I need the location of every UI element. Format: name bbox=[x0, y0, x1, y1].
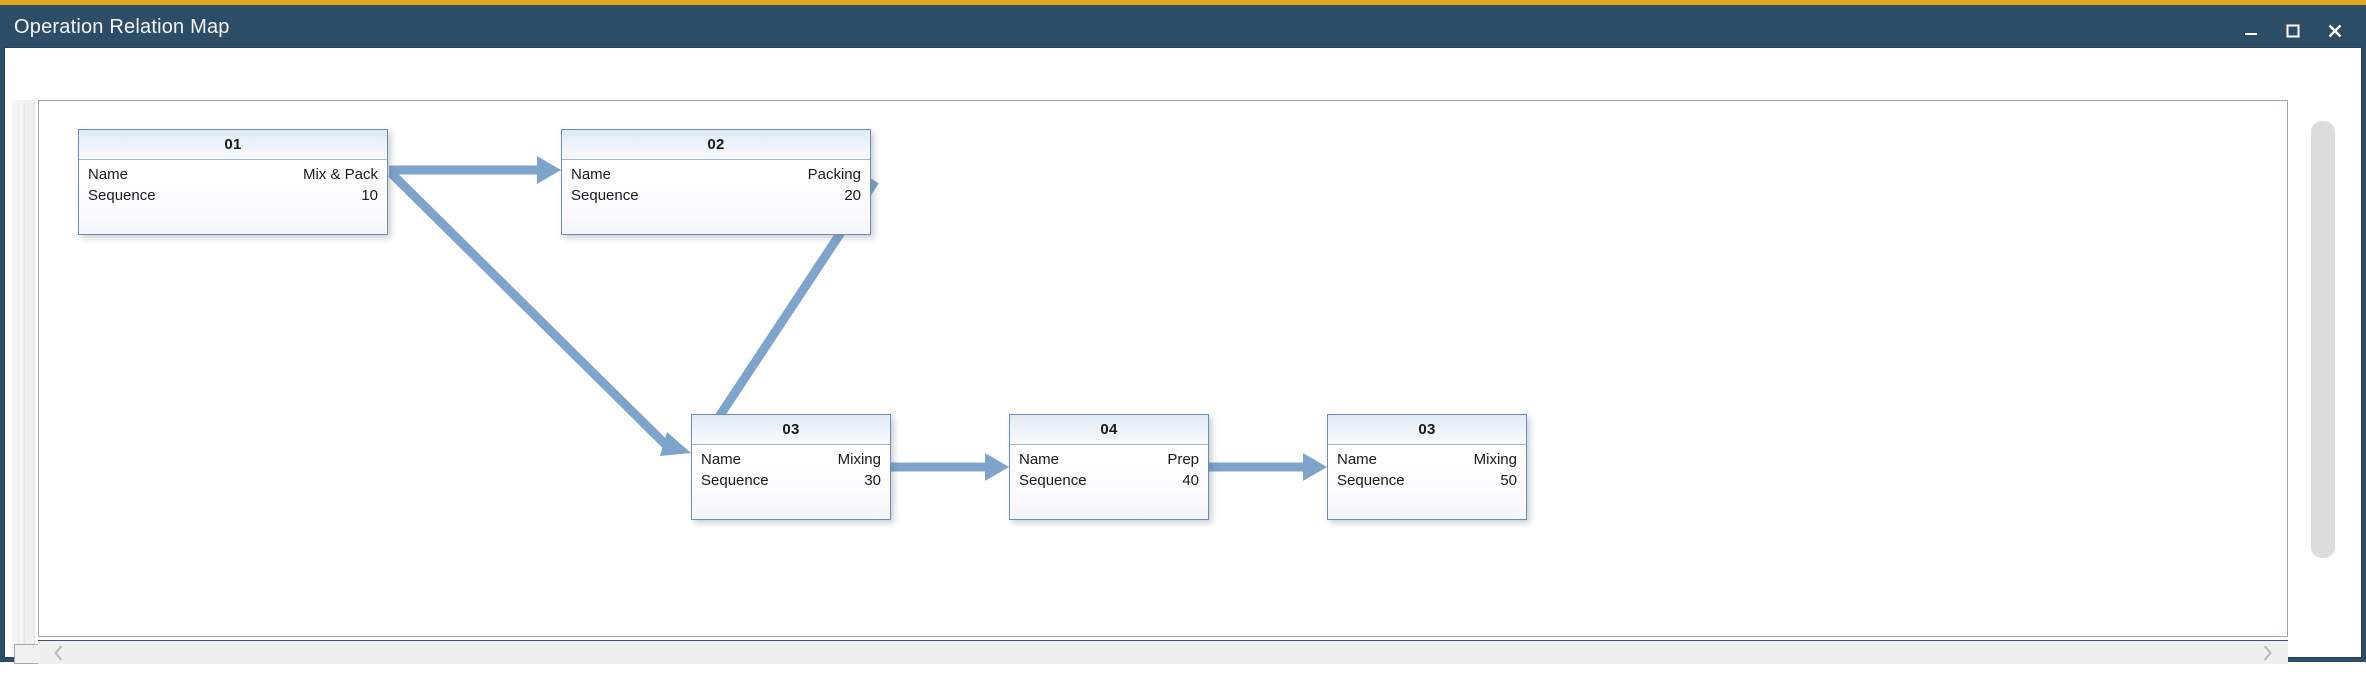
node-05-name-label: Name bbox=[1337, 451, 1378, 468]
window-title: Operation Relation Map bbox=[14, 16, 230, 38]
node-03[interactable]: 03 Name Mixing Sequence 30 bbox=[691, 414, 891, 520]
horizontal-scrollbar[interactable] bbox=[38, 640, 2288, 664]
node-01-body: Name Mix & Pack Sequence 10 bbox=[79, 160, 387, 234]
node-02-name-value: Packing bbox=[807, 166, 861, 183]
title-bar: Operation Relation Map bbox=[0, 5, 2366, 47]
node-01-sequence-row: Sequence 10 bbox=[88, 187, 378, 208]
chevron-left-icon bbox=[54, 644, 63, 661]
node-03-name-row: Name Mixing bbox=[701, 451, 881, 472]
minimize-icon bbox=[2245, 33, 2257, 35]
node-02-header-label: 02 bbox=[707, 136, 725, 153]
node-02-sequence-label: Sequence bbox=[571, 187, 639, 204]
node-04-body: Name Prep Sequence 40 bbox=[1010, 445, 1208, 519]
node-02[interactable]: 02 Name Packing Sequence 20 bbox=[561, 129, 871, 235]
diagram-canvas-inner: 01 Name Mix & Pack Sequence 10 bbox=[39, 101, 2287, 636]
node-03-name-value: Mixing bbox=[837, 451, 881, 468]
node-04-header-label: 04 bbox=[1100, 421, 1118, 438]
scroll-left-button[interactable] bbox=[42, 641, 76, 664]
accent-bar bbox=[0, 0, 2366, 5]
status-strip bbox=[12, 666, 2282, 698]
window-controls bbox=[2230, 10, 2356, 52]
node-01-name-row: Name Mix & Pack bbox=[88, 166, 378, 187]
node-02-header: 02 bbox=[562, 130, 870, 160]
node-01-sequence-value: 10 bbox=[361, 187, 378, 204]
edge-01-to-03 bbox=[387, 169, 691, 456]
node-03-sequence-value: 30 bbox=[864, 472, 881, 489]
node-05-header: 03 bbox=[1328, 415, 1526, 445]
maximize-button[interactable] bbox=[2272, 10, 2314, 52]
minimize-button[interactable] bbox=[2230, 10, 2272, 52]
node-05-body: Name Mixing Sequence 50 bbox=[1328, 445, 1526, 519]
node-04-sequence-label: Sequence bbox=[1019, 472, 1087, 489]
node-05[interactable]: 03 Name Mixing Sequence 50 bbox=[1327, 414, 1527, 520]
node-04-name-label: Name bbox=[1019, 451, 1060, 468]
node-03-header: 03 bbox=[692, 415, 890, 445]
node-03-body: Name Mixing Sequence 30 bbox=[692, 445, 890, 519]
node-01[interactable]: 01 Name Mix & Pack Sequence 10 bbox=[78, 129, 388, 235]
node-03-name-label: Name bbox=[701, 451, 742, 468]
node-04-sequence-row: Sequence 40 bbox=[1019, 472, 1199, 493]
vertical-scrollbar-thumb[interactable] bbox=[2311, 121, 2335, 558]
edge-01-to-02 bbox=[389, 156, 561, 184]
node-02-name-label: Name bbox=[571, 166, 612, 183]
node-04[interactable]: 04 Name Prep Sequence 40 bbox=[1009, 414, 1209, 520]
node-02-sequence-value: 20 bbox=[844, 187, 861, 204]
scroll-right-button[interactable] bbox=[2250, 641, 2284, 664]
node-04-name-value: Prep bbox=[1167, 451, 1199, 468]
node-02-body: Name Packing Sequence 20 bbox=[562, 160, 870, 234]
node-01-header: 01 bbox=[79, 130, 387, 160]
node-03-sequence-label: Sequence bbox=[701, 472, 769, 489]
node-04-sequence-value: 40 bbox=[1182, 472, 1199, 489]
node-01-name-value: Mix & Pack bbox=[302, 166, 378, 183]
node-05-name-row: Name Mixing bbox=[1337, 451, 1517, 472]
maximize-icon bbox=[2286, 24, 2300, 38]
close-button[interactable] bbox=[2314, 10, 2356, 52]
chevron-right-icon bbox=[2263, 644, 2272, 661]
node-02-sequence-row: Sequence 20 bbox=[571, 187, 861, 208]
node-01-name-label: Name bbox=[88, 166, 129, 183]
node-05-sequence-value: 50 bbox=[1500, 472, 1517, 489]
node-05-header-label: 03 bbox=[1418, 421, 1436, 438]
edge-03-to-04 bbox=[891, 453, 1009, 481]
close-icon bbox=[2328, 24, 2342, 38]
node-05-sequence-row: Sequence 50 bbox=[1337, 472, 1517, 493]
node-05-name-value: Mixing bbox=[1473, 451, 1517, 468]
node-05-sequence-label: Sequence bbox=[1337, 472, 1405, 489]
client-area: 01 Name Mix & Pack Sequence 10 bbox=[4, 47, 2362, 698]
node-03-sequence-row: Sequence 30 bbox=[701, 472, 881, 493]
left-splitter-track[interactable] bbox=[18, 103, 25, 649]
node-01-sequence-label: Sequence bbox=[88, 187, 156, 204]
edge-04-to-05 bbox=[1209, 453, 1327, 481]
node-04-header: 04 bbox=[1010, 415, 1208, 445]
node-02-name-row: Name Packing bbox=[571, 166, 861, 187]
diagram-canvas[interactable]: 01 Name Mix & Pack Sequence 10 bbox=[38, 100, 2288, 637]
node-01-header-label: 01 bbox=[224, 136, 242, 153]
node-03-header-label: 03 bbox=[782, 421, 800, 438]
node-04-name-row: Name Prep bbox=[1019, 451, 1199, 472]
